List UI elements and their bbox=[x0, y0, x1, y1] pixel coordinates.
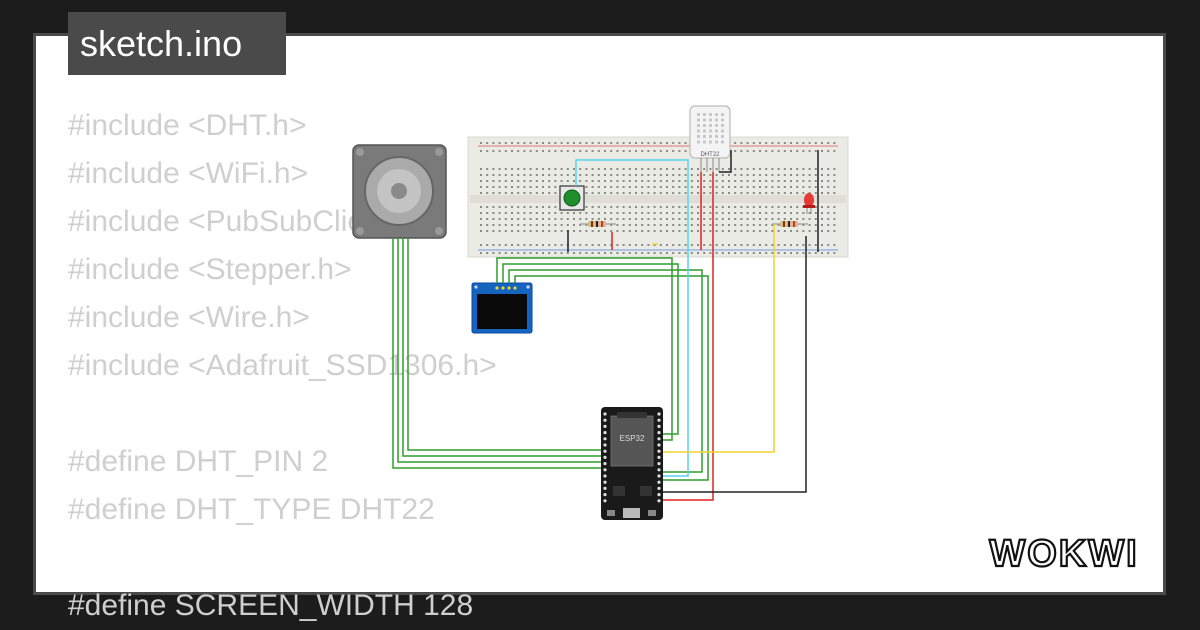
code-line: #include <Adafruit_SSD1306.h> bbox=[68, 349, 497, 382]
wire-button-signal bbox=[575, 159, 689, 477]
wire-oled-1 bbox=[496, 257, 673, 441]
code-line: #include <WiFi.h> bbox=[68, 157, 309, 190]
oled-display[interactable] bbox=[471, 282, 533, 334]
esp32-label: ESP32 bbox=[620, 434, 645, 443]
code-line: #include <DHT.h> bbox=[68, 109, 307, 142]
code-line: #define DHT_PIN 2 bbox=[68, 445, 329, 478]
code-line: #define DHT_TYPE DHT22 bbox=[68, 493, 435, 526]
wire-ground-esp bbox=[663, 236, 807, 493]
dht22-label: DHT22 bbox=[700, 152, 720, 158]
file-tab-sketch-ino[interactable]: sketch.ino bbox=[68, 12, 286, 75]
push-button[interactable] bbox=[559, 185, 585, 211]
code-line: #include <Wire.h> bbox=[68, 301, 310, 334]
wire-stepper-2 bbox=[397, 238, 601, 463]
wire-oled-2 bbox=[502, 263, 679, 435]
dht22-vent-grid bbox=[697, 113, 724, 144]
editor-sheet bbox=[33, 33, 1166, 595]
file-tab-label: sketch.ino bbox=[80, 23, 243, 64]
wokwi-logo-text: WOKWI bbox=[989, 533, 1138, 575]
esp32-pin-headers bbox=[603, 412, 661, 503]
code-listing: #include <DHT.h> #include <WiFi.h> #incl… bbox=[68, 102, 497, 630]
resistor-led[interactable] bbox=[772, 221, 808, 227]
stepper-motor[interactable] bbox=[352, 144, 447, 239]
wire-oled-4 bbox=[514, 275, 709, 481]
wire-stepper-4 bbox=[407, 238, 601, 451]
wire-oled-3 bbox=[508, 269, 703, 473]
sheet-bottom-edge bbox=[33, 595, 1166, 609]
wire-stepper-3 bbox=[402, 238, 601, 457]
wire-stepper-1 bbox=[392, 238, 601, 469]
code-line: #define SCREEN_WIDTH 128 bbox=[68, 589, 474, 622]
wire-ground-dht bbox=[719, 150, 732, 173]
esp32-board[interactable]: ESP32 bbox=[601, 407, 663, 520]
wire-power-esp bbox=[663, 172, 714, 501]
code-line: #include <Stepper.h> bbox=[68, 253, 352, 286]
resistor-button[interactable] bbox=[580, 221, 616, 227]
led-red[interactable] bbox=[803, 193, 815, 214]
wire-led-signal bbox=[663, 224, 775, 453]
breadboard-holes bbox=[480, 142, 836, 254]
wokwi-logo[interactable]: WOKWI bbox=[978, 528, 1150, 576]
dht22-sensor[interactable]: DHT22 bbox=[689, 105, 731, 172]
breadboard[interactable] bbox=[467, 136, 849, 258]
wires bbox=[392, 150, 819, 501]
